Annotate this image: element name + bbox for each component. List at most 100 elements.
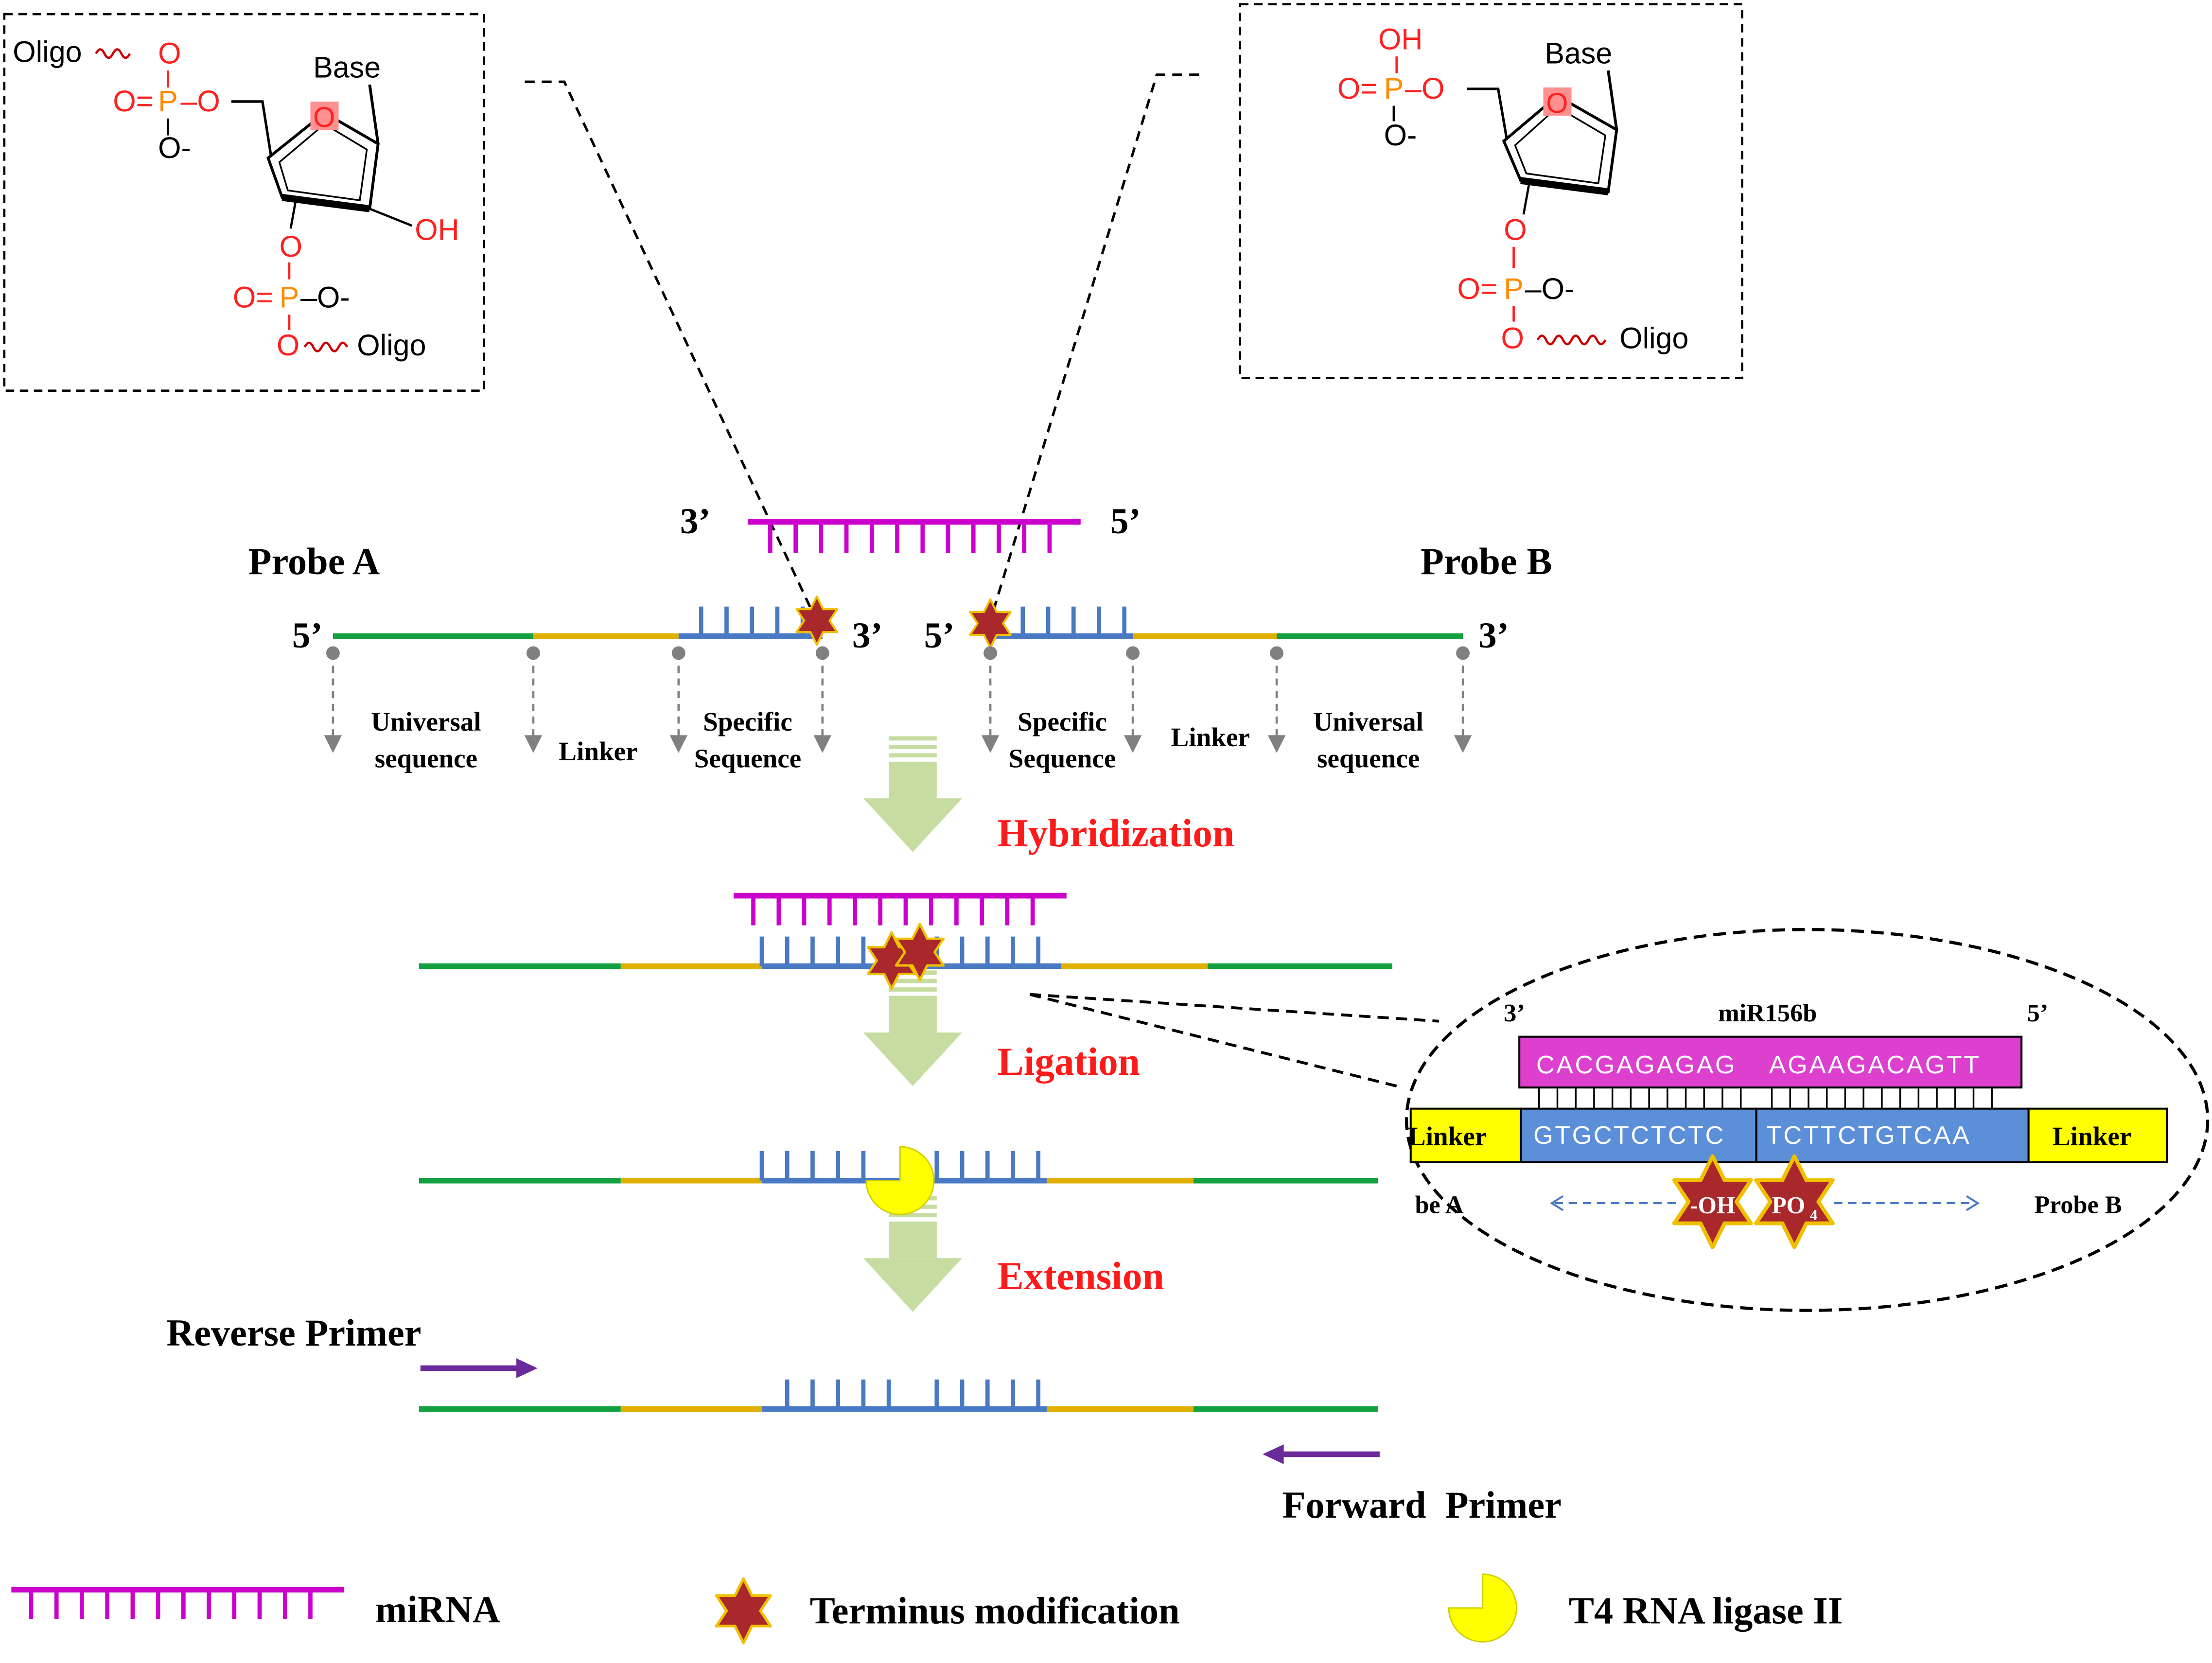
- zoom-arrowhead-right: [1966, 1195, 1980, 1211]
- probe-b-teeth: [1020, 606, 1127, 636]
- forward-primer-arrowhead: [1263, 1444, 1284, 1464]
- hybrid-complex: [419, 893, 1393, 989]
- seg-universal-b-l1: Universal: [1313, 707, 1423, 736]
- chem-left-oh-bond: [369, 208, 413, 227]
- chem-right-base: Base: [1545, 37, 1612, 70]
- chem-left-p2: P: [280, 281, 299, 314]
- forward-primer-label: Forward Primer: [1282, 1484, 1562, 1526]
- chem-right-ring-bold-edge: [1520, 177, 1609, 195]
- probe-b-3prime: 3’: [1478, 615, 1509, 656]
- legend-star-icon: [717, 1578, 771, 1643]
- chem-right-p: P: [1384, 72, 1404, 105]
- chem-left-ring-o: O: [313, 102, 335, 133]
- chem-right-o-minus2: –O-: [1525, 272, 1575, 305]
- zoom-probe-a-label: be A: [1415, 1190, 1463, 1219]
- chem-left-ring-o-box: [310, 101, 339, 130]
- chem-right-o-bottom: O: [1501, 322, 1524, 355]
- chem-right-o-link: –O: [1405, 72, 1444, 105]
- seg-specific-b-l2: Sequence: [1009, 743, 1116, 773]
- step-hybridization: Hybridization: [998, 811, 1234, 855]
- chem-right-base-bond: [1607, 70, 1618, 130]
- zoom-probe-a-box: [1520, 1107, 1757, 1163]
- legend-terminus-label: Terminus modification: [810, 1590, 1180, 1632]
- chem-left-wavy-bottom: [303, 341, 349, 352]
- legend: miRNA Terminus modification T4 RNA ligas…: [11, 1573, 1843, 1643]
- zoom-mirna-box: [1518, 1035, 2023, 1089]
- legend-ligase-icon: [1448, 1573, 1517, 1643]
- chem-right-oh-top: OH: [1378, 23, 1422, 56]
- probe-a-label: Probe A: [248, 540, 380, 582]
- chem-left-panel: Oligo O O= P –O O- Base O OH O O= P –O- …: [3, 13, 485, 392]
- chem-right-ring-o-box: [1543, 87, 1572, 116]
- legend-ligase-label: T4 RNA ligase II: [1569, 1590, 1843, 1632]
- chem-left-oligo-top: Oligo: [13, 35, 82, 69]
- zoom-linker-right: Linker: [2053, 1121, 2131, 1151]
- probe-b-star-icon: [970, 599, 1011, 648]
- probe-a: 5’ 3’: [292, 596, 883, 656]
- chem-left-wavy-top: [95, 48, 131, 59]
- probe-a-teeth: [699, 606, 805, 636]
- chem-right-p2: P: [1504, 272, 1524, 305]
- ligated-product: [419, 1146, 1379, 1215]
- zoom-mirna-name: miR156b: [1718, 999, 1817, 1027]
- chem-right-o-double2: O=: [1457, 272, 1498, 305]
- chem-left-o-ester: O: [280, 230, 302, 263]
- zoom-po4-label: PO: [1772, 1191, 1805, 1218]
- chem-left-c3-bond: [289, 197, 298, 229]
- chem-left-o-minus: O-: [158, 131, 191, 164]
- chem-left-base: Base: [313, 51, 381, 84]
- seg-universal-a-l1: Universal: [371, 707, 481, 736]
- seg-specific-a-l1: Specific: [703, 707, 792, 736]
- probe-b: 5’ 3’: [924, 599, 1509, 656]
- top-mirna-5prime: 5’: [1110, 501, 1141, 542]
- chem-left-oligo-bottom: Oligo: [357, 329, 426, 362]
- top-mirna-3prime: 3’: [680, 501, 711, 542]
- segment-labels: Universal sequence Linker Specific Seque…: [371, 707, 1423, 773]
- zoom-mirna-seq-b: AGAAGACAGTT: [1769, 1051, 1981, 1079]
- extended-product: Reverse Primer Forward Primer: [167, 1312, 1562, 1526]
- chem-left-o-minus2: –O-: [300, 281, 350, 314]
- zoom-connector-top: [1030, 993, 1439, 1023]
- ligase-icon: [865, 1146, 935, 1215]
- top-mirna: 3’ 5’: [680, 501, 1141, 553]
- connector-left: [525, 80, 812, 610]
- chem-left-o-double: O=: [113, 85, 153, 118]
- zoom-connector-bottom: [1029, 993, 1397, 1088]
- probe-a-5prime: 5’: [292, 615, 323, 656]
- step-arrow-ligation: [863, 970, 963, 1086]
- step-ligation: Ligation: [998, 1040, 1140, 1084]
- chem-left-p: P: [158, 85, 178, 118]
- seg-specific-a-l2: Sequence: [694, 743, 802, 773]
- chem-right-o-ester: O: [1504, 213, 1527, 246]
- chem-right-oligo-bottom: Oligo: [1619, 322, 1688, 355]
- zoom-arrowhead-left: [1550, 1195, 1564, 1211]
- extended-teeth: [785, 1379, 1041, 1409]
- chem-left-base-bond: [368, 84, 380, 144]
- zoom-po4-sub: 4: [1810, 1207, 1818, 1224]
- chem-right-o-double: O=: [1337, 72, 1378, 105]
- segment-dividers: [324, 646, 1472, 753]
- hybrid-mirna-teeth: [751, 895, 1035, 926]
- chem-right-panel: OH O= P –O O- Base O O O= P –O- O Oligo: [1239, 3, 1743, 379]
- zoom-linker-right-box: [2027, 1107, 2168, 1163]
- probe-b-5prime: 5’: [924, 615, 955, 656]
- zoom-oh-label: -OH: [1690, 1191, 1735, 1218]
- reverse-primer-arrowhead: [516, 1358, 538, 1378]
- step-arrow-extension: [863, 1196, 963, 1312]
- zoom-linker-left: Linker: [1408, 1121, 1487, 1151]
- chem-left-box: [3, 13, 485, 392]
- probe-b-label: Probe B: [1421, 540, 1552, 582]
- zoom-probe-seq-b: TCTTCTGTCAA: [1766, 1121, 1971, 1150]
- connector-right: [989, 73, 1199, 621]
- step-arrow-hybridization: [863, 736, 963, 852]
- chem-left-o-top: O: [158, 37, 181, 70]
- chem-left-o-double2: O=: [233, 281, 273, 314]
- legend-mirna-label: miRNA: [375, 1588, 500, 1630]
- chem-right-wavy-bottom: [1536, 334, 1607, 346]
- chem-right-ring-o: O: [1546, 88, 1568, 119]
- seg-universal-a-l2: sequence: [375, 743, 477, 773]
- chem-left-c5-bond: [231, 100, 272, 156]
- zoom-callout: 3’ miR156b 5’ CACGAGAGAG AGAAGACAGTT Lin…: [1029, 928, 2210, 1312]
- chem-right-c3-bond: [1522, 183, 1530, 215]
